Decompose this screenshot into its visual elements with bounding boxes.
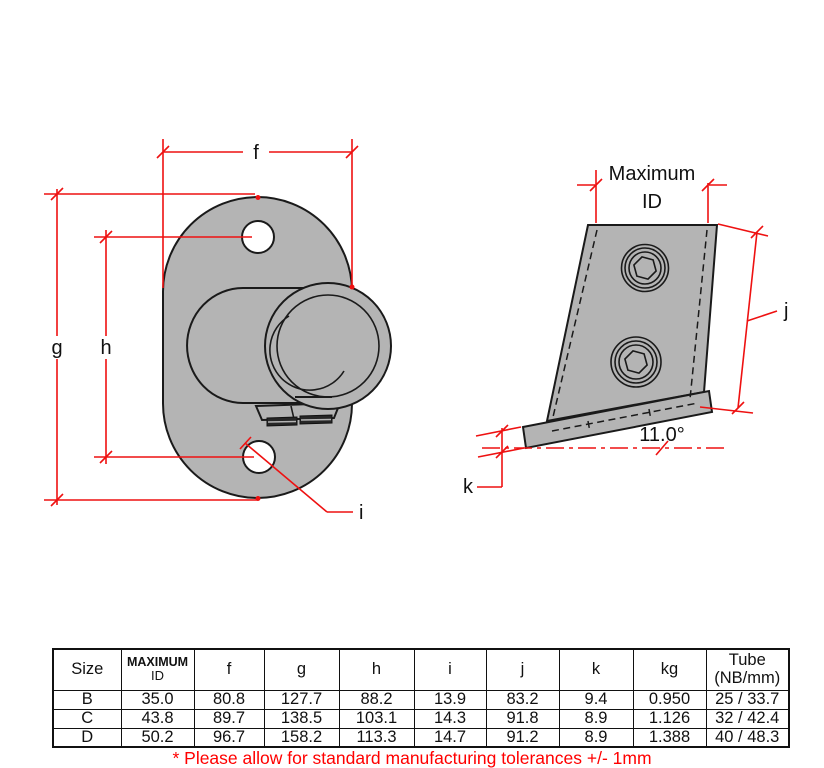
col-header-i: i bbox=[413, 648, 487, 691]
col-header-kg: kg bbox=[632, 648, 707, 691]
tick bbox=[156, 145, 170, 159]
dimension-f: f bbox=[156, 139, 359, 290]
table-header-row: Size MAXIMUM ID f g h i j k kg Tube (NB/… bbox=[52, 648, 790, 691]
cell: 14.7 bbox=[413, 727, 487, 748]
dimension-max-id: Maximum ID bbox=[577, 163, 727, 223]
cell: 35.0 bbox=[120, 689, 195, 710]
col-header-g: g bbox=[263, 648, 340, 691]
tick bbox=[701, 178, 715, 192]
cell: 50.2 bbox=[120, 727, 195, 748]
cell: 40 / 48.3 bbox=[705, 727, 790, 748]
cell: 9.4 bbox=[558, 689, 634, 710]
tick bbox=[239, 436, 252, 450]
dimension-g: g bbox=[44, 187, 261, 507]
side-body bbox=[545, 224, 719, 423]
tick bbox=[50, 493, 64, 507]
cell: 43.8 bbox=[120, 708, 195, 729]
table-row-size-c: C 43.8 89.7 138.5 103.1 14.3 91.8 8.9 1.… bbox=[52, 708, 790, 729]
col-header-size: Size bbox=[52, 648, 122, 691]
socket-screw-top bbox=[620, 243, 670, 293]
hex-socket bbox=[633, 256, 657, 280]
cell: 1.388 bbox=[632, 727, 707, 748]
col-header-tube: Tube (NB/mm) bbox=[705, 648, 790, 691]
dimension-h: h bbox=[94, 230, 254, 464]
dim-label-h: h bbox=[100, 337, 111, 359]
cell: 96.7 bbox=[193, 727, 265, 748]
col-header-j: j bbox=[485, 648, 560, 691]
dim-label-j: j bbox=[783, 300, 788, 322]
cell: 13.9 bbox=[413, 689, 487, 710]
dimensions-table: Size MAXIMUM ID f g h i j k kg Tube (NB/… bbox=[52, 648, 790, 748]
tick bbox=[50, 187, 64, 201]
cell: 138.5 bbox=[263, 708, 340, 729]
tick bbox=[655, 440, 669, 456]
cell: 127.7 bbox=[263, 689, 340, 710]
dim-label-i: i bbox=[359, 502, 363, 524]
cell: B bbox=[52, 689, 122, 710]
cell: 8.9 bbox=[558, 727, 634, 748]
dimension-j: j bbox=[699, 223, 788, 415]
cell: 113.3 bbox=[338, 727, 415, 748]
cell: 8.9 bbox=[558, 708, 634, 729]
cell: 25 / 33.7 bbox=[705, 689, 790, 710]
max-id-label-line2: ID bbox=[642, 191, 662, 213]
front-view: f g h bbox=[44, 139, 392, 524]
cell: 1.126 bbox=[632, 708, 707, 729]
cell: 32 / 42.4 bbox=[705, 708, 790, 729]
table-row-size-d: D 50.2 96.7 158.2 113.3 14.7 91.2 8.9 1.… bbox=[52, 727, 790, 748]
angle-annotation: 11.0° bbox=[482, 424, 727, 456]
col-header-max-id: MAXIMUM ID bbox=[120, 648, 195, 691]
cell: 103.1 bbox=[338, 708, 415, 729]
col-header-f: f bbox=[193, 648, 265, 691]
cell: 158.2 bbox=[263, 727, 340, 748]
col-header-h: h bbox=[338, 648, 415, 691]
side-base-plate bbox=[521, 389, 714, 450]
drawing-canvas: f g h bbox=[44, 139, 788, 524]
cell: D bbox=[52, 727, 122, 748]
cell: 83.2 bbox=[485, 689, 560, 710]
socket-bore-arc bbox=[269, 315, 345, 391]
cell: 80.8 bbox=[193, 689, 265, 710]
cell: 14.3 bbox=[413, 708, 487, 729]
clamp-lug bbox=[254, 401, 342, 427]
socket-screw-bottom bbox=[610, 336, 662, 388]
cell: 89.7 bbox=[193, 708, 265, 729]
hex-socket bbox=[624, 350, 648, 374]
cell: 91.2 bbox=[485, 727, 560, 748]
tick bbox=[99, 450, 113, 464]
cell: 91.8 bbox=[485, 708, 560, 729]
dimension-k: k bbox=[463, 424, 525, 498]
tick bbox=[495, 424, 509, 438]
socket-outer-rim bbox=[264, 282, 392, 410]
dim-label-g: g bbox=[51, 337, 62, 359]
dim-label-k: k bbox=[463, 476, 474, 498]
col-header-k: k bbox=[558, 648, 634, 691]
table-row-size-b: B 35.0 80.8 127.7 88.2 13.9 83.2 9.4 0.9… bbox=[52, 689, 790, 710]
tick bbox=[589, 178, 603, 192]
max-id-label-line1: Maximum bbox=[609, 163, 696, 185]
dimension-i: i bbox=[239, 436, 363, 524]
dim-label-f: f bbox=[253, 142, 259, 164]
angle-label: 11.0° bbox=[639, 424, 684, 446]
hidden-lines bbox=[551, 229, 708, 433]
side-view: Maximum ID j bbox=[463, 163, 788, 498]
cell: C bbox=[52, 708, 122, 729]
cell: 88.2 bbox=[338, 689, 415, 710]
tick bbox=[731, 401, 745, 415]
tolerance-note: * Please allow for standard manufacturin… bbox=[172, 748, 652, 768]
tick bbox=[750, 225, 764, 239]
tick bbox=[99, 230, 113, 244]
tick bbox=[345, 145, 359, 159]
cell: 0.950 bbox=[632, 689, 707, 710]
